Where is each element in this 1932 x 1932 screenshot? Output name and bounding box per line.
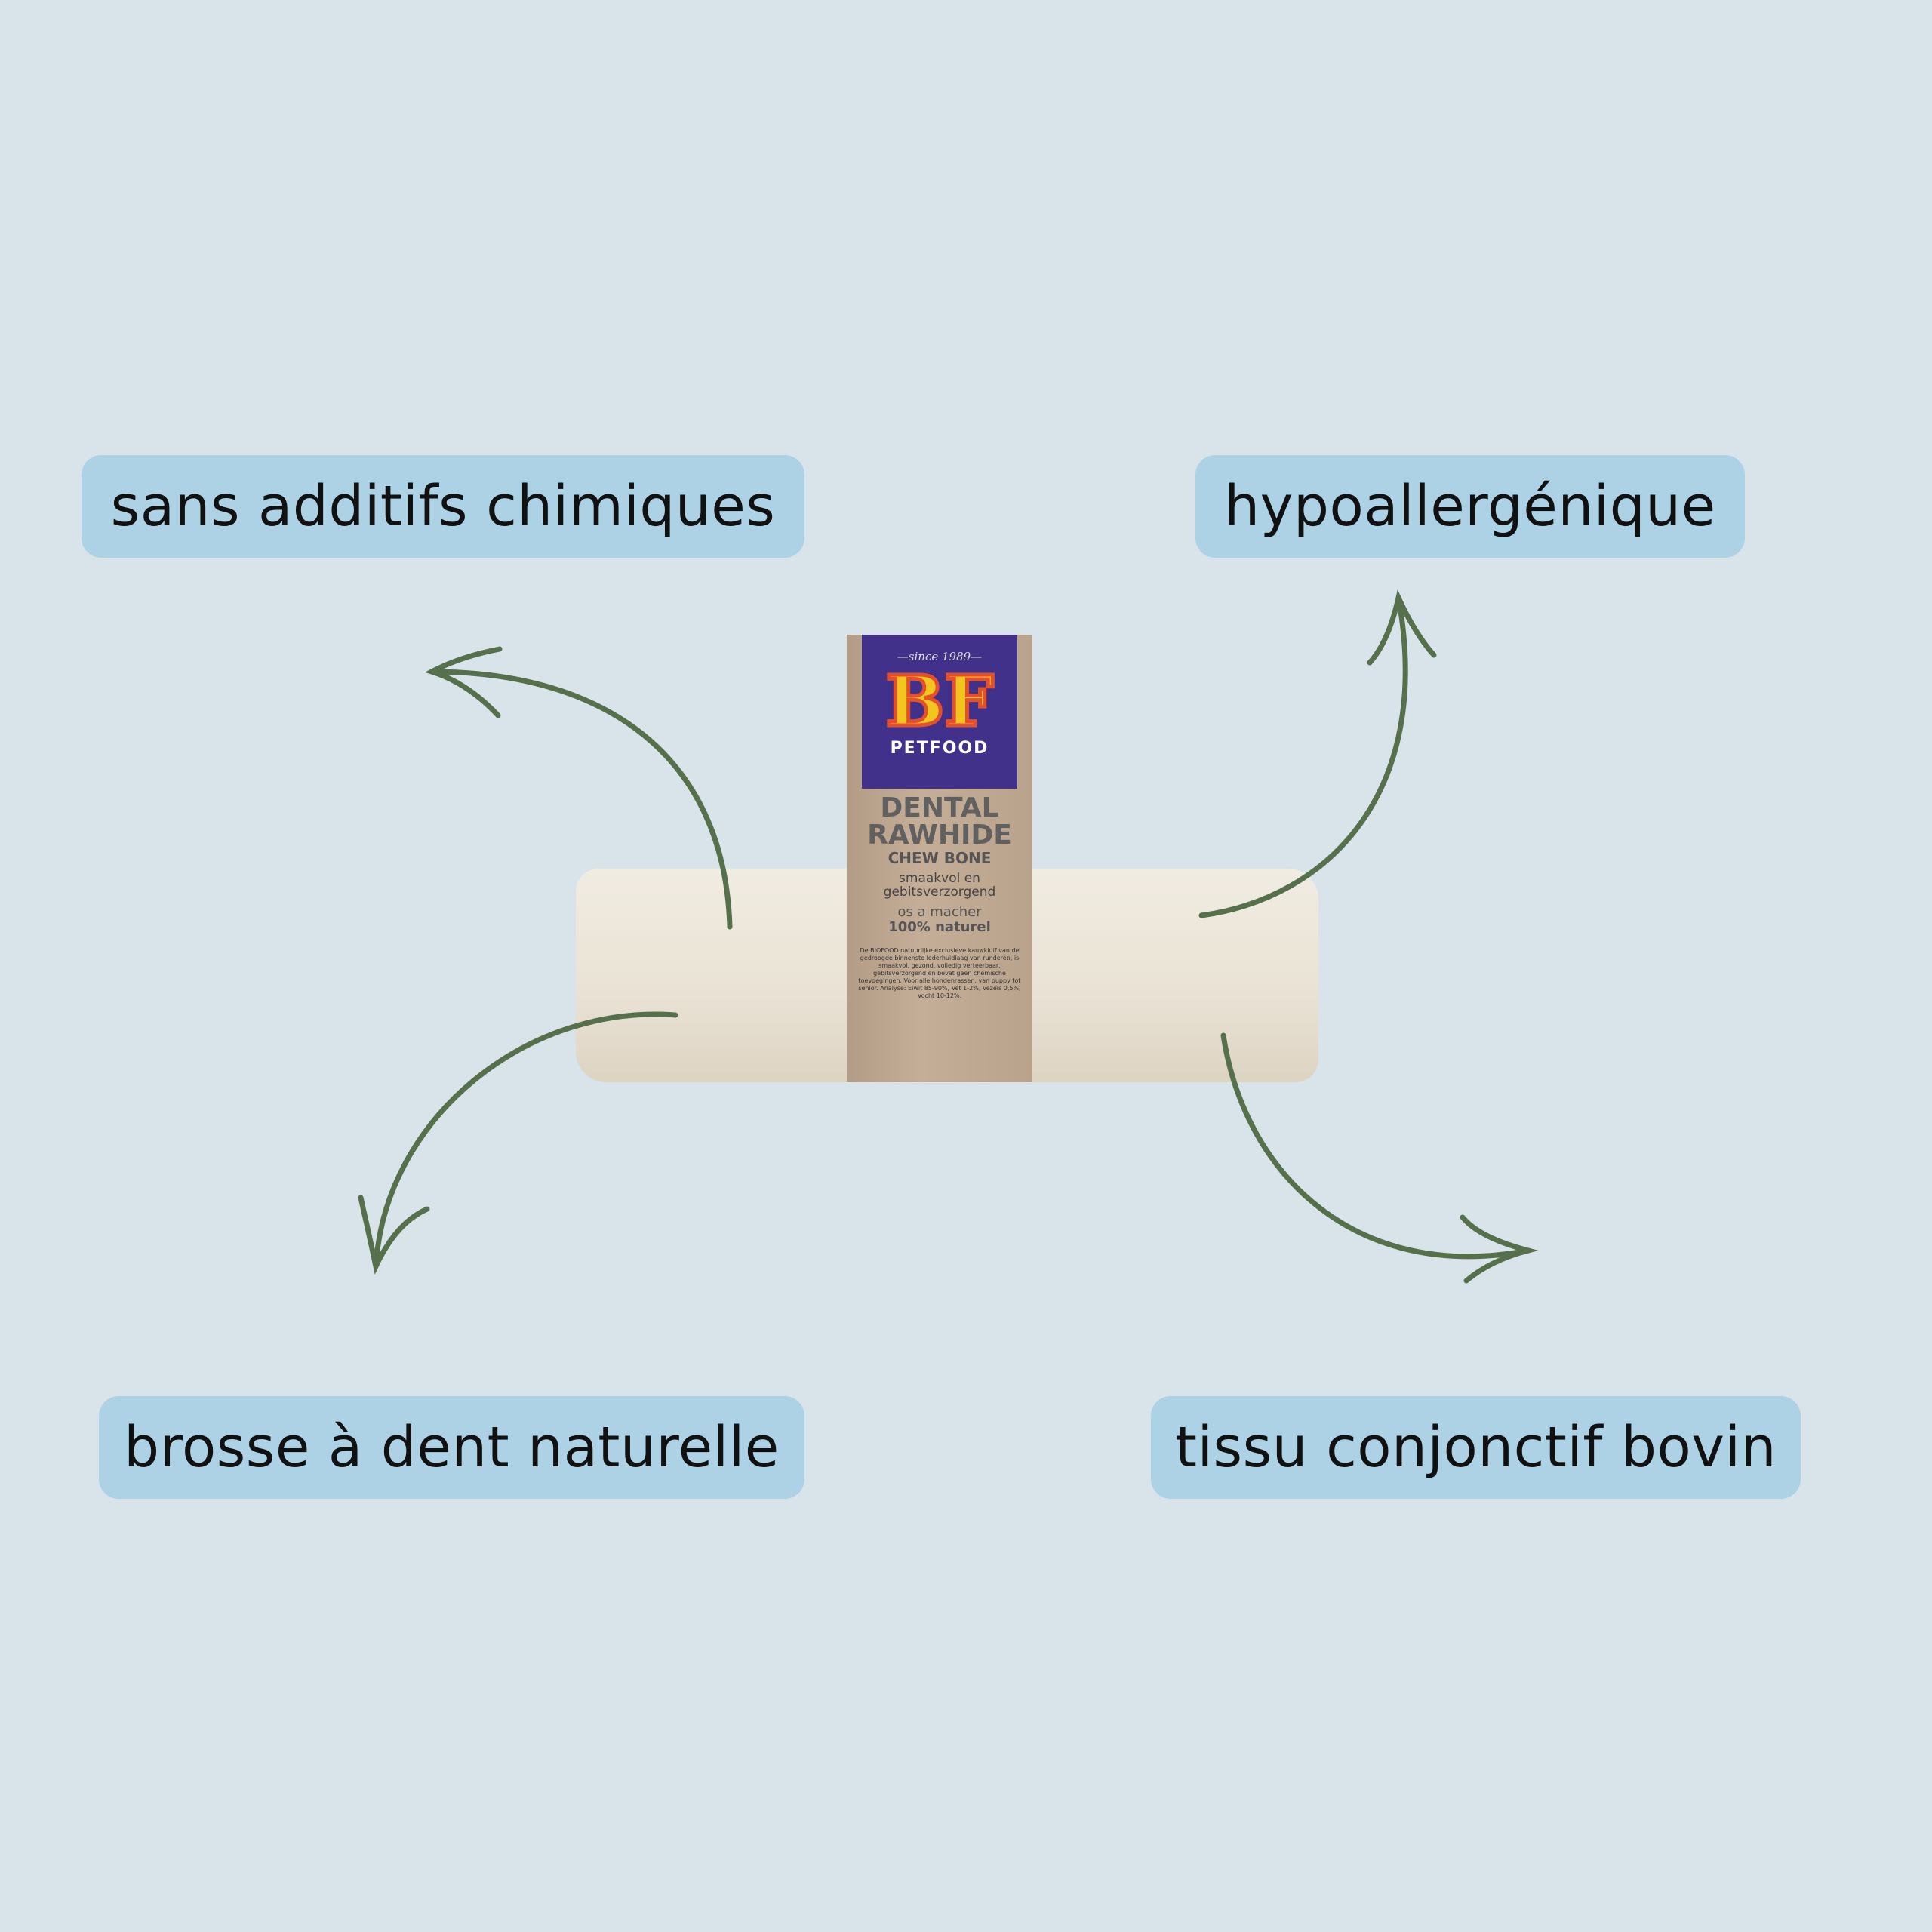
- feature-tag-bovine-tissue: tissu conjonctif bovin: [1151, 1396, 1801, 1499]
- product-name-3: CHEW BONE: [888, 849, 992, 867]
- nl-description: De BIOFOOD natuurlijke exclusieve kauwkl…: [858, 947, 1021, 999]
- feature-tag-natural-toothbrush: brosse à dent naturelle: [99, 1396, 804, 1499]
- brand-logo: —since 1989— BF PETFOOD: [862, 635, 1017, 789]
- product-name-2: RAWHIDE: [867, 820, 1012, 851]
- feature-tag-hypoallergenic: hypoallergénique: [1195, 455, 1745, 558]
- brand-mark: BF: [884, 660, 995, 742]
- fr-tagline-2: 100% naturel: [888, 919, 991, 935]
- arrow-top-right-icon: [1198, 589, 1437, 918]
- product-label: —since 1989— BF PETFOOD DENTAL RAWHIDE C…: [847, 635, 1032, 1082]
- product-name-1: DENTAL: [880, 792, 999, 823]
- feature-tag-no-additives: sans additifs chimiques: [82, 455, 804, 558]
- nl-tagline: smaakvol en gebitsverzorgend: [883, 871, 996, 900]
- fr-tagline-1: os a macher: [897, 904, 982, 920]
- arrow-bottom-left-icon: [358, 1011, 678, 1275]
- arrow-bottom-right-icon: [1220, 1032, 1539, 1284]
- since-text: —since 1989—: [897, 650, 983, 663]
- brand-sub: PETFOOD: [890, 739, 989, 758]
- arrow-top-left-icon: [424, 646, 733, 930]
